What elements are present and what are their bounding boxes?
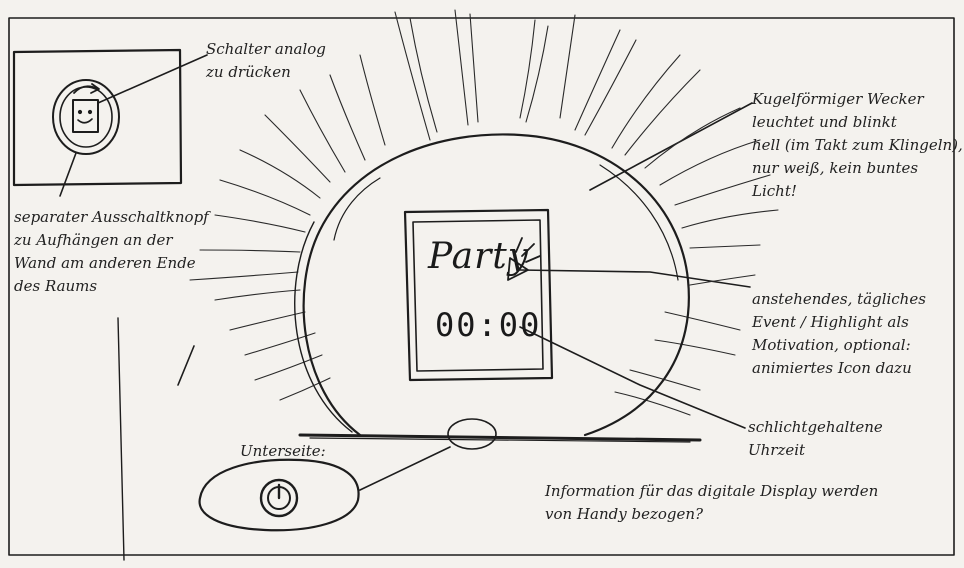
pointer-event: [519, 269, 751, 288]
party-horn-icon: [507, 237, 541, 281]
pointer-wand: [177, 345, 195, 386]
display-title: Party: [428, 236, 530, 277]
pointer-ball: [589, 102, 753, 191]
pointer-vertical: [117, 317, 125, 561]
note-clock: schlichtgehaltene Uhrzeit: [748, 418, 883, 459]
display-time: 00:00: [435, 306, 542, 344]
pointer-switch: [97, 54, 208, 104]
note-switch: Schalter analog zu drücken: [206, 40, 326, 81]
smiley-switch-icon: [77, 109, 93, 124]
note-off-knob: separater Ausschaltknopf zu Aufhängen an…: [14, 208, 209, 295]
note-event: anstehendes, tägliches Event / Highlight…: [752, 290, 926, 377]
ball-base: [298, 433, 702, 442]
alarm-ball: [294, 133, 690, 437]
power-icon: [259, 478, 299, 518]
pointer-bottom: [359, 446, 451, 491]
label-underside: Unterseite:: [240, 442, 326, 460]
outer-frame: [8, 17, 955, 556]
note-alarm-ball: Kugelförmiger Wecker leuchtet und blinkt…: [752, 90, 963, 200]
display-frame: [403, 208, 554, 382]
switch-inset: [12, 48, 183, 187]
underside-switch: [198, 418, 497, 532]
note-display-info: Information für das digitale Display wer…: [545, 482, 879, 523]
light-rays: [189, 9, 779, 416]
pointer-knob: [59, 152, 77, 197]
pointer-clock: [519, 326, 746, 429]
